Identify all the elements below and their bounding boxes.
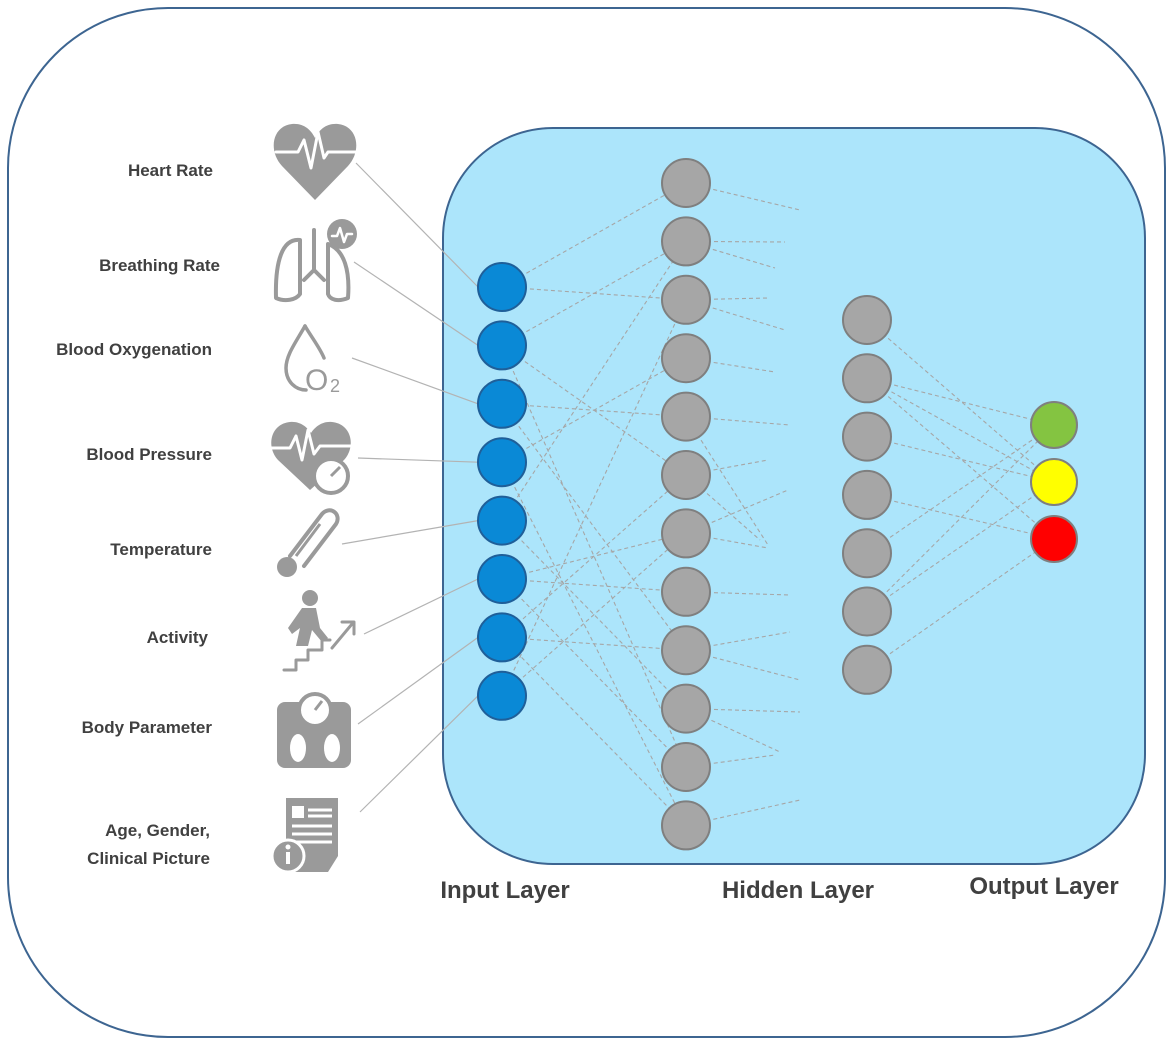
connection-line <box>501 578 687 593</box>
connection-line <box>866 424 1055 554</box>
hidden-node <box>661 391 711 442</box>
hidden-node <box>661 683 711 734</box>
feature-labels: Heart Rate Breathing Rate Blood Oxygenat… <box>56 161 220 868</box>
hidden-node <box>842 528 892 579</box>
hidden-node <box>842 586 892 637</box>
input-node <box>477 262 527 312</box>
input-layer-label: Input Layer <box>440 877 569 904</box>
output-node <box>1030 401 1078 449</box>
connection-line <box>501 474 687 638</box>
connection-line <box>501 578 687 768</box>
input-node <box>477 495 527 546</box>
feature-label-activity: Activity <box>147 628 209 647</box>
hidden-node <box>661 742 711 792</box>
network-nodes <box>477 158 1078 851</box>
output-layer-label: Output Layer <box>969 873 1118 900</box>
feed-line <box>355 162 479 288</box>
input-node <box>477 612 527 663</box>
connection-line <box>501 532 687 697</box>
hidden-node <box>661 450 711 500</box>
hidden-node <box>661 333 711 384</box>
connection-line <box>685 182 801 211</box>
connection-line <box>501 636 687 651</box>
feed-line <box>363 578 479 635</box>
connection-line <box>685 649 801 681</box>
feature-label-heart-rate: Heart Rate <box>128 161 213 180</box>
output-node <box>1030 458 1078 506</box>
connection-line <box>501 357 687 463</box>
connection-line <box>685 489 789 534</box>
connection-line <box>501 182 687 288</box>
hidden-node <box>842 644 892 695</box>
blood-pressure-icon <box>268 421 354 495</box>
hidden-node <box>661 625 711 676</box>
hidden-node <box>842 469 892 520</box>
hidden-node <box>661 216 711 267</box>
connection-line <box>866 424 1055 612</box>
svg-text:2: 2 <box>330 376 340 396</box>
feed-line <box>357 636 479 725</box>
clinical-record-icon <box>270 798 338 874</box>
thermometer-icon <box>277 508 340 577</box>
network-connections <box>501 182 1055 826</box>
input-feed-lines <box>341 162 479 813</box>
connection-line <box>866 538 1055 671</box>
feature-label-blood-oxygenation: Blood Oxygenation <box>56 340 212 359</box>
connection-line <box>501 240 687 346</box>
scale-icon <box>277 692 351 768</box>
feed-line <box>359 695 479 813</box>
hidden-node <box>661 508 711 559</box>
feature-label-body-parameter: Body Parameter <box>82 718 213 737</box>
input-node <box>477 320 527 371</box>
hidden-node <box>842 353 892 404</box>
connection-line <box>866 319 1055 483</box>
network-panel <box>442 127 1146 865</box>
hidden-layer-label: Hidden Layer <box>722 877 874 904</box>
input-node <box>477 378 527 429</box>
output-node <box>1030 515 1078 563</box>
feature-label-clinical-line-1: Age, Gender, <box>105 821 210 840</box>
hidden-node <box>842 411 892 462</box>
hidden-node <box>661 800 711 851</box>
input-node <box>477 437 527 488</box>
connection-line <box>866 377 1055 483</box>
feed-line <box>353 261 479 346</box>
hidden-node <box>661 566 711 617</box>
connection-line <box>501 637 687 826</box>
feed-line <box>351 357 479 405</box>
hidden-node <box>661 158 711 208</box>
hidden-node <box>661 274 711 325</box>
feature-label-clinical-line-2: Clinical Picture <box>87 849 210 868</box>
hidden-node <box>842 295 892 345</box>
input-node <box>477 670 527 721</box>
connection-line <box>501 520 687 709</box>
connection-line <box>866 377 1055 540</box>
lungs-icon <box>273 219 357 303</box>
input-node <box>477 554 527 604</box>
feature-label-temperature: Temperature <box>110 540 212 559</box>
connection-line <box>685 799 801 826</box>
oxygen-drop-icon: O 2 <box>284 324 340 397</box>
activity-icon <box>282 590 356 672</box>
svg-text:O: O <box>305 364 328 397</box>
feature-label-breathing-rate: Breathing Rate <box>99 256 220 275</box>
heart-rate-icon <box>273 123 358 200</box>
connection-line <box>866 481 1055 612</box>
connection-line <box>685 416 769 546</box>
connection-line <box>501 299 687 697</box>
connection-line <box>685 708 801 713</box>
feed-line <box>341 520 479 545</box>
feature-label-blood-pressure: Blood Pressure <box>86 445 212 464</box>
feed-line <box>357 457 479 463</box>
